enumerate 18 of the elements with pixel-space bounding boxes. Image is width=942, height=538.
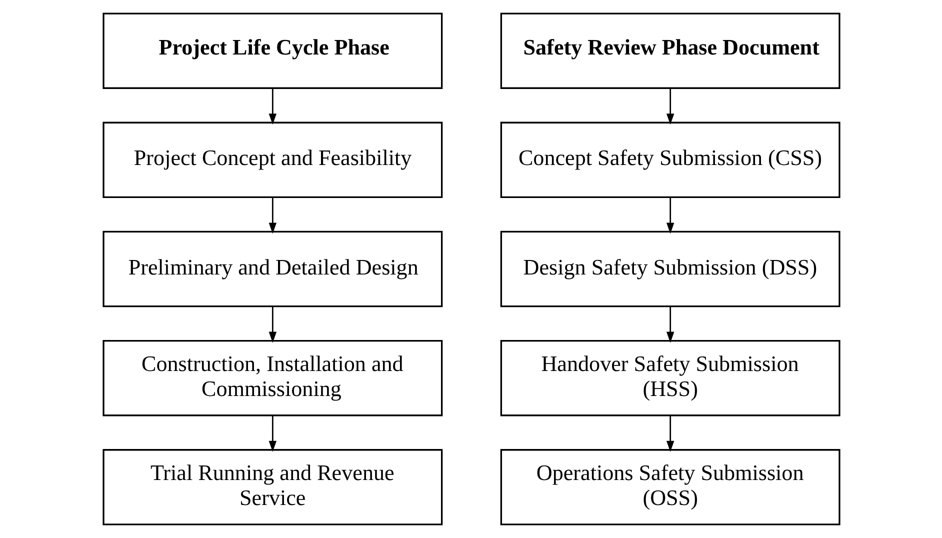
node-box: Operations Safety Submission (OSS): [500, 449, 840, 526]
node-box: Trial Running and Revenue Service: [102, 449, 442, 526]
node-box: Handover Safety Submission (HSS): [500, 340, 840, 416]
node-box: Preliminary and Detailed Design: [102, 230, 442, 308]
arrow: [268, 306, 276, 343]
arrow: [268, 88, 276, 125]
arrow: [666, 88, 674, 125]
node-box: Project Concept and Feasibility: [102, 122, 442, 198]
node-box: Design Safety Submission (DSS): [500, 230, 840, 308]
arrow: [666, 197, 674, 234]
node-box: Construction, Installation and Commissioning: [102, 340, 442, 416]
node-box: Safety Review Phase Document: [500, 12, 840, 89]
node-box: Concept Safety Submission (CSS): [500, 122, 840, 198]
node-box: Project Life Cycle Phase: [102, 12, 442, 89]
arrow: [666, 306, 674, 343]
arrow: [268, 197, 276, 234]
arrow: [268, 415, 276, 452]
arrow: [666, 415, 674, 452]
